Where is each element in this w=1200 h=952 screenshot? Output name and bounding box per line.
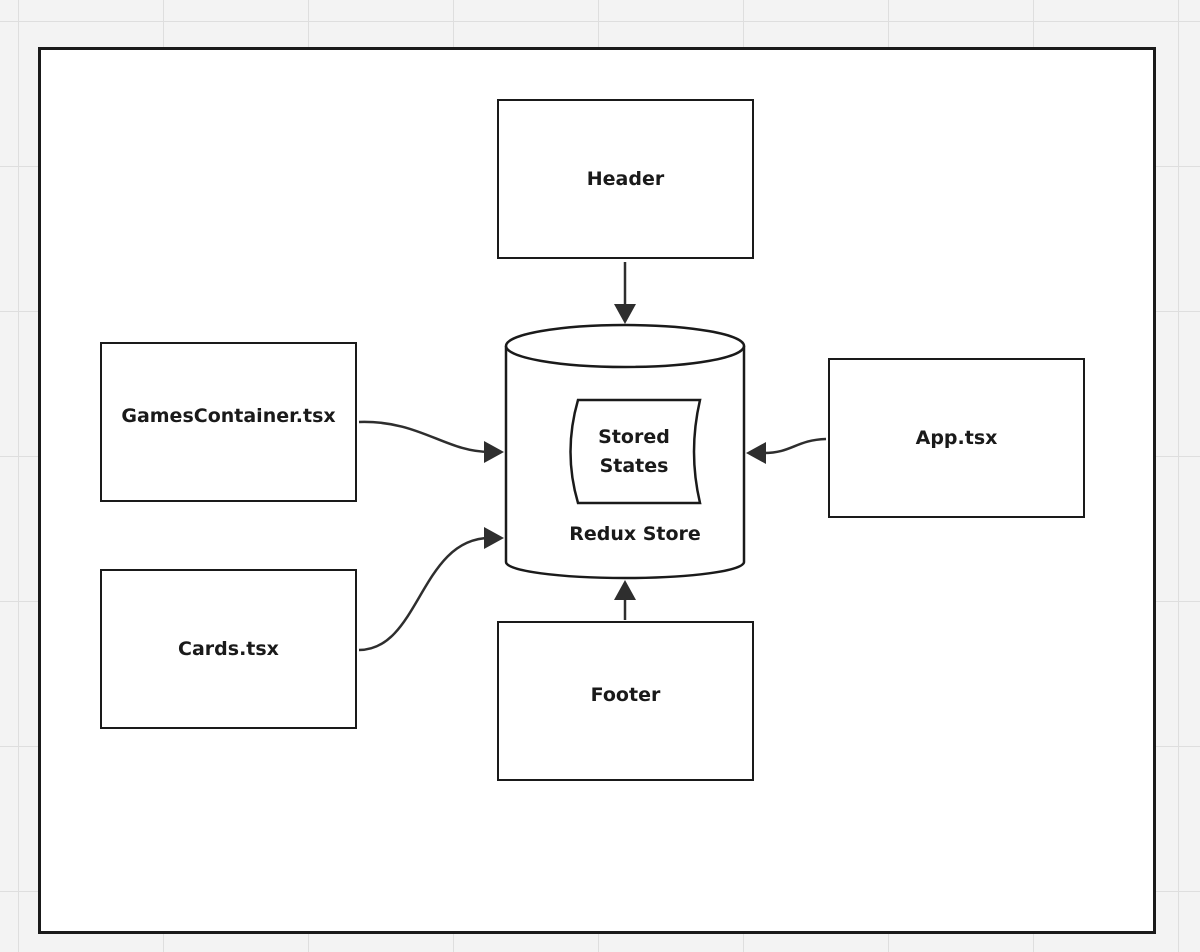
edge-gamescontainer-to-store bbox=[358, 420, 491, 454]
stored-states-label: Stored States bbox=[598, 426, 670, 477]
app-label: App.tsx bbox=[915, 427, 998, 449]
arrowhead-cards bbox=[484, 527, 504, 549]
footer-box: Footer bbox=[497, 621, 754, 781]
redux-store-label: Redux Store bbox=[569, 523, 701, 545]
footer-label: Footer bbox=[590, 684, 661, 706]
header-label: Header bbox=[586, 168, 665, 190]
gamescontainer-label: GamesContainer.tsx bbox=[121, 405, 336, 427]
stored-states-shape bbox=[569, 398, 702, 505]
edge-cards-to-store bbox=[358, 536, 491, 652]
arrowhead-gamescontainer bbox=[484, 441, 504, 463]
cards-label: Cards.tsx bbox=[178, 638, 279, 660]
app-box: App.tsx bbox=[828, 358, 1085, 518]
edge-app-to-store bbox=[763, 437, 827, 455]
arrowhead-app bbox=[746, 442, 766, 464]
arrowhead-footer bbox=[614, 580, 636, 600]
header-box: Header bbox=[497, 99, 754, 259]
arrowhead-header bbox=[614, 304, 636, 324]
cards-box: Cards.tsx bbox=[100, 569, 357, 729]
gamescontainer-box: GamesContainer.tsx bbox=[100, 342, 357, 502]
